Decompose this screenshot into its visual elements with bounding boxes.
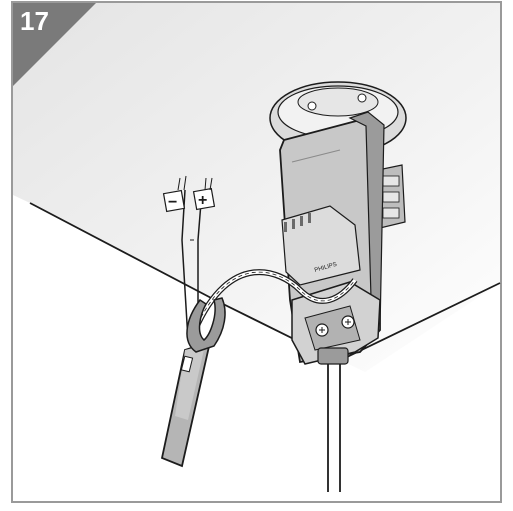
step-number: 17 xyxy=(20,6,49,36)
driver-device: PHILIPS xyxy=(279,111,385,365)
test-wire-loop-dash xyxy=(194,271,356,331)
wall-edge-right xyxy=(344,282,501,359)
led-indicators xyxy=(284,213,311,232)
clamp-meter xyxy=(160,297,226,468)
positive-label: + xyxy=(198,192,207,209)
step-badge xyxy=(13,3,96,86)
clamp-jaw xyxy=(186,297,226,353)
negative-label: − xyxy=(168,194,177,211)
lead-tips xyxy=(177,175,213,191)
negative-tag: − xyxy=(162,189,186,213)
positive-tag: + xyxy=(192,187,216,211)
clamp-button xyxy=(180,355,194,373)
cable-gland xyxy=(317,347,349,365)
